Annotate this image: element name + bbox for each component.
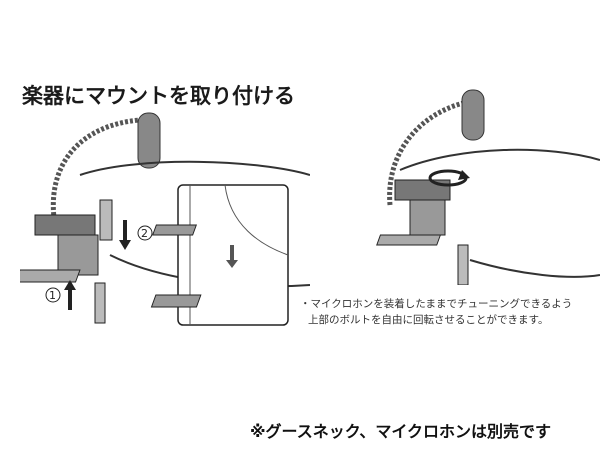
note-line-1: マイクロホンを装着したままでチューニングできるよう bbox=[310, 298, 573, 310]
page-title: 楽器にマウントを取り付ける bbox=[22, 84, 295, 108]
step-2-label: 2 bbox=[141, 227, 148, 240]
note-bullet: ・ bbox=[300, 298, 311, 310]
tuning-note: ・マイクロホンを装着したままでチューニングできるよう 上部のボルトを自由に回転さ… bbox=[300, 296, 572, 328]
microphone-icon bbox=[461, 89, 485, 141]
step-1-label: 1 bbox=[49, 289, 56, 302]
microphone-icon bbox=[137, 112, 161, 169]
rotation-illustration bbox=[376, 89, 600, 285]
mount-installation-illustration: 2 1 bbox=[20, 112, 310, 326]
note-line-2: 上部のボルトを自由に回転させることができます。 bbox=[308, 314, 549, 326]
footer-note: ※グースネック、マイクロホンは別売です bbox=[250, 422, 551, 441]
